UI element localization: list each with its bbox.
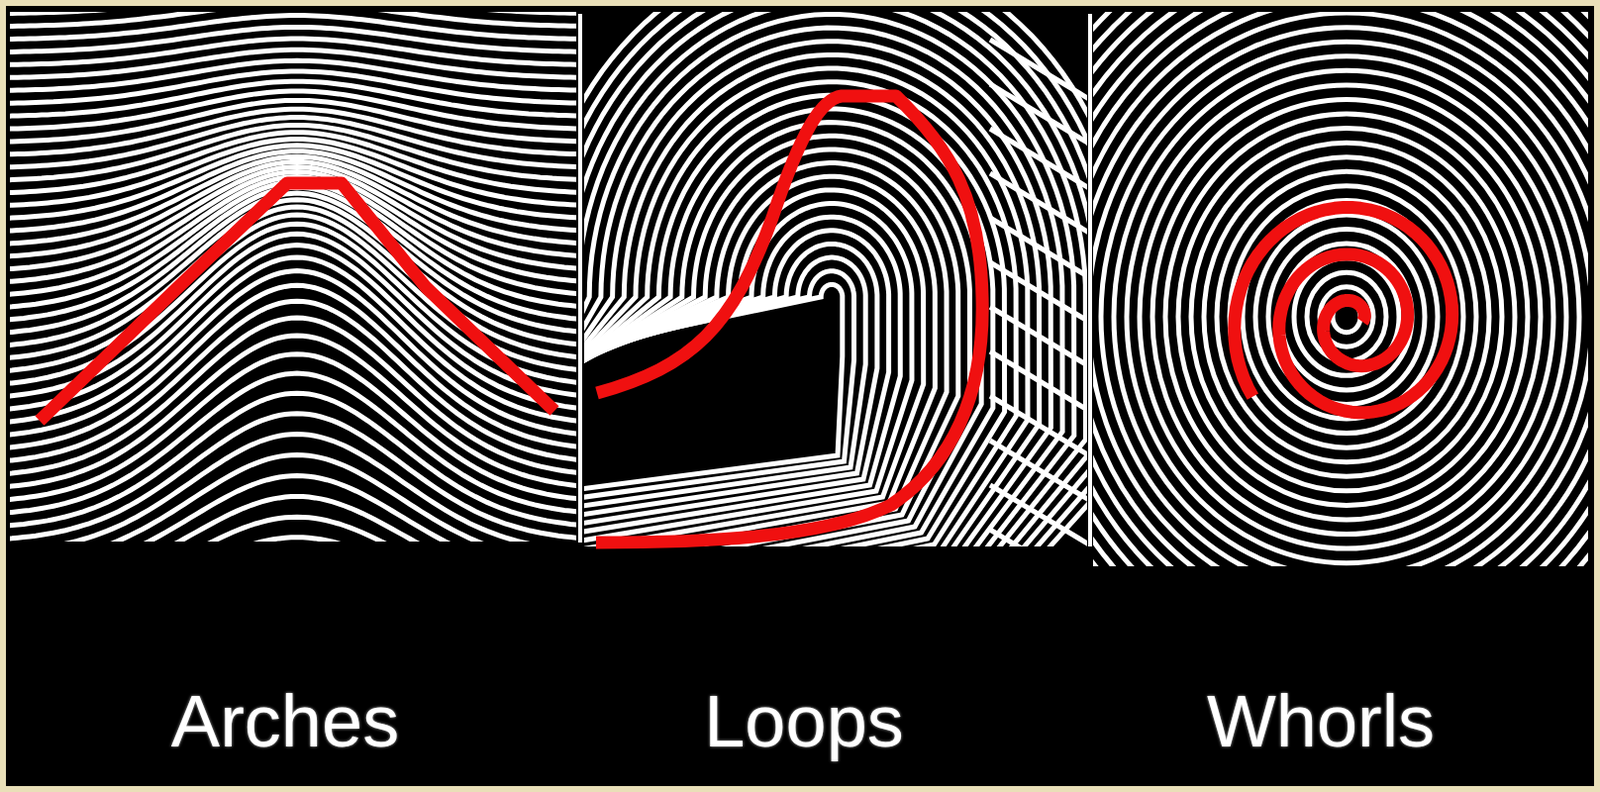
ridge-line xyxy=(1093,11,1589,567)
ridge-line xyxy=(584,11,1088,547)
ridge-line xyxy=(1306,272,1387,362)
ridge-line xyxy=(584,14,1075,548)
ridge-line xyxy=(1165,113,1528,520)
pattern-label: Arches xyxy=(47,681,523,762)
ridge-line xyxy=(1178,128,1515,506)
ridge-line xyxy=(1229,186,1464,448)
ridge-line xyxy=(1093,11,1589,567)
ridge-line xyxy=(9,60,577,91)
pattern-label: Whorls xyxy=(1083,681,1559,762)
arch-ridges xyxy=(9,11,577,542)
loop-ridges xyxy=(584,11,1088,547)
ridge-line xyxy=(1139,85,1554,549)
ridge-line xyxy=(9,300,577,462)
ridge-line xyxy=(1126,70,1567,563)
ridge-line xyxy=(584,41,1051,547)
ridge-line xyxy=(1093,11,1589,567)
ridge-line xyxy=(1093,27,1589,567)
ridge-line xyxy=(9,476,577,543)
ridge-line xyxy=(1216,171,1477,462)
ridge-line xyxy=(584,190,924,547)
ridge-line xyxy=(9,537,577,542)
ridge-line xyxy=(9,434,577,543)
arch-trace xyxy=(39,183,555,421)
whorl-ridges xyxy=(1093,11,1589,567)
pattern-label: Loops xyxy=(566,681,1042,762)
ridge-line xyxy=(1093,11,1589,567)
loop-trace xyxy=(596,96,983,543)
ridge-line xyxy=(1113,56,1580,567)
ridge-line xyxy=(1152,99,1541,534)
ridge-line xyxy=(1093,11,1589,567)
ridge-line xyxy=(1093,11,1589,567)
ridge-line xyxy=(1093,11,1589,567)
ridge-line xyxy=(1100,41,1589,567)
whorl-trace xyxy=(1234,207,1453,413)
ridge-line xyxy=(1203,157,1490,478)
ridge-line xyxy=(584,11,1088,547)
ridge-line xyxy=(1093,11,1589,567)
ridge-line xyxy=(584,11,1087,547)
red-trace xyxy=(39,96,1453,543)
ridge-line xyxy=(584,68,1028,547)
ridge-line xyxy=(584,11,1088,547)
ridge-line xyxy=(990,529,1088,547)
ridge-line xyxy=(9,257,577,423)
ridge-line xyxy=(1191,142,1502,492)
ridge-line xyxy=(584,176,935,547)
separator xyxy=(1088,13,1093,547)
ridge-line xyxy=(1093,12,1589,567)
ridge-line xyxy=(584,11,1088,547)
ridge-line xyxy=(1093,11,1589,567)
ridge-line xyxy=(9,100,577,142)
separator xyxy=(578,13,583,543)
